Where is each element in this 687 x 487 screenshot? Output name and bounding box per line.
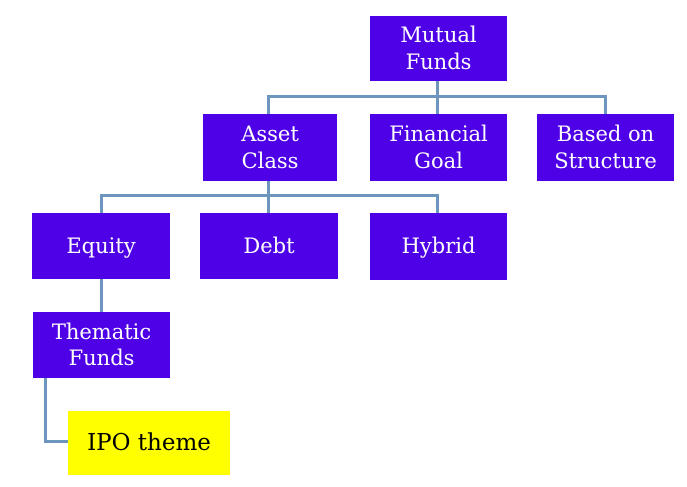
connector-thematic-elbow-horizontal bbox=[44, 440, 68, 443]
connector-stub-equity bbox=[100, 194, 103, 213]
node-thematic-funds: Thematic Funds bbox=[33, 312, 170, 378]
node-thematic-funds-label: Thematic Funds bbox=[51, 319, 152, 370]
node-asset-class: Asset Class bbox=[203, 114, 337, 181]
connector-thematic-elbow-vertical bbox=[44, 378, 47, 443]
node-debt: Debt bbox=[200, 213, 338, 279]
node-equity: Equity bbox=[32, 213, 170, 279]
connector-stub-based-on-structure bbox=[604, 95, 607, 114]
node-financial-goal-label: Financial Goal bbox=[389, 122, 488, 173]
node-hybrid-label: Hybrid bbox=[401, 234, 476, 259]
node-financial-goal: Financial Goal bbox=[370, 114, 507, 181]
node-equity-label: Equity bbox=[66, 233, 136, 258]
node-hybrid: Hybrid bbox=[370, 213, 507, 280]
node-asset-class-label: Asset Class bbox=[241, 122, 299, 173]
connector-assetclass-to-row3 bbox=[267, 181, 270, 213]
connector-row3-horizontal bbox=[100, 194, 439, 197]
node-mutual-funds: Mutual Funds bbox=[370, 16, 507, 81]
connector-stub-hybrid bbox=[436, 194, 439, 213]
node-ipo-theme: IPO theme bbox=[68, 411, 230, 475]
node-debt-label: Debt bbox=[243, 233, 295, 258]
connector-row2-horizontal bbox=[267, 95, 607, 98]
node-ipo-theme-label: IPO theme bbox=[87, 429, 211, 456]
node-mutual-funds-label: Mutual Funds bbox=[400, 23, 477, 74]
node-based-on-structure: Based on Structure bbox=[537, 114, 674, 181]
node-based-on-structure-label: Based on Structure bbox=[554, 122, 657, 173]
connector-stub-asset-class bbox=[267, 95, 270, 114]
connector-equity-to-thematic bbox=[100, 279, 103, 312]
